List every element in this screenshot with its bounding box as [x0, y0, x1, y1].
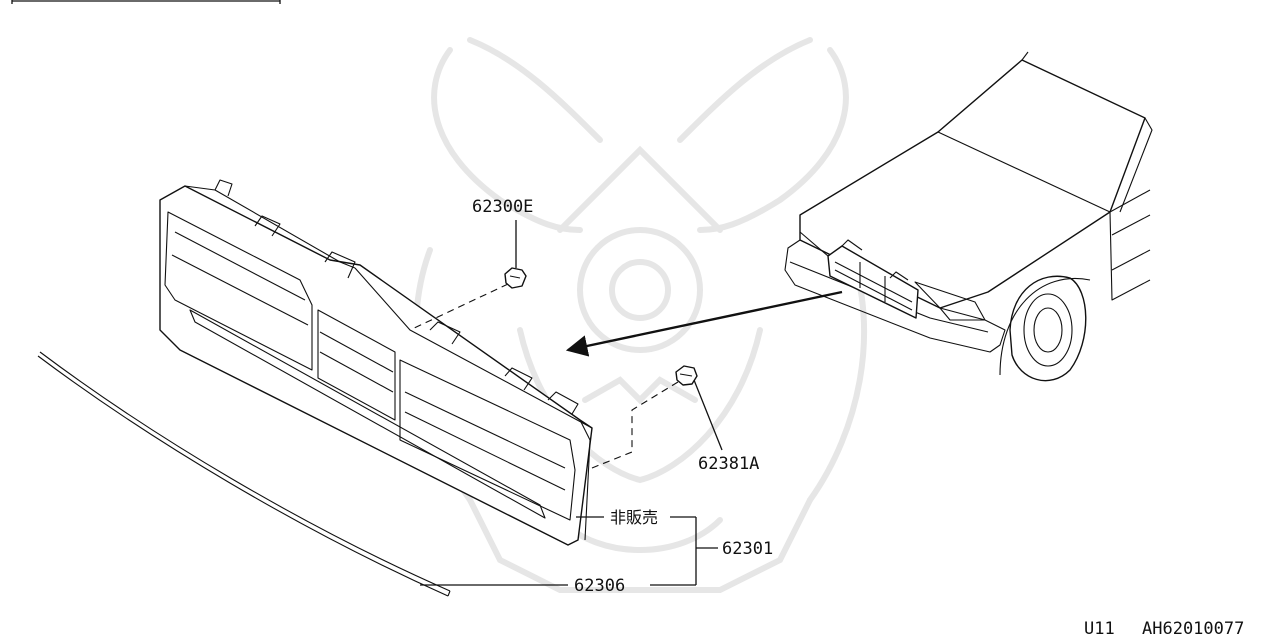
molding-strip: [37, 351, 451, 597]
label-62381a: 62381A: [698, 454, 759, 474]
clip-62381a: [591, 365, 723, 469]
label-62300e: 62300E: [472, 197, 533, 217]
callout-leaders: [420, 516, 718, 586]
label-62306: 62306: [574, 576, 625, 596]
car-front: [784, 51, 1153, 382]
header-rule: [11, 0, 281, 4]
footer-model: U11: [1084, 619, 1115, 638]
clip-62300e: [409, 220, 527, 331]
label-62301: 62301: [722, 539, 773, 559]
label-not-for-sale: 非販売: [610, 508, 658, 527]
footer-diagram-code: AH62010077: [1142, 619, 1244, 638]
front-grille: [159, 179, 593, 546]
location-arrow: [565, 290, 843, 357]
